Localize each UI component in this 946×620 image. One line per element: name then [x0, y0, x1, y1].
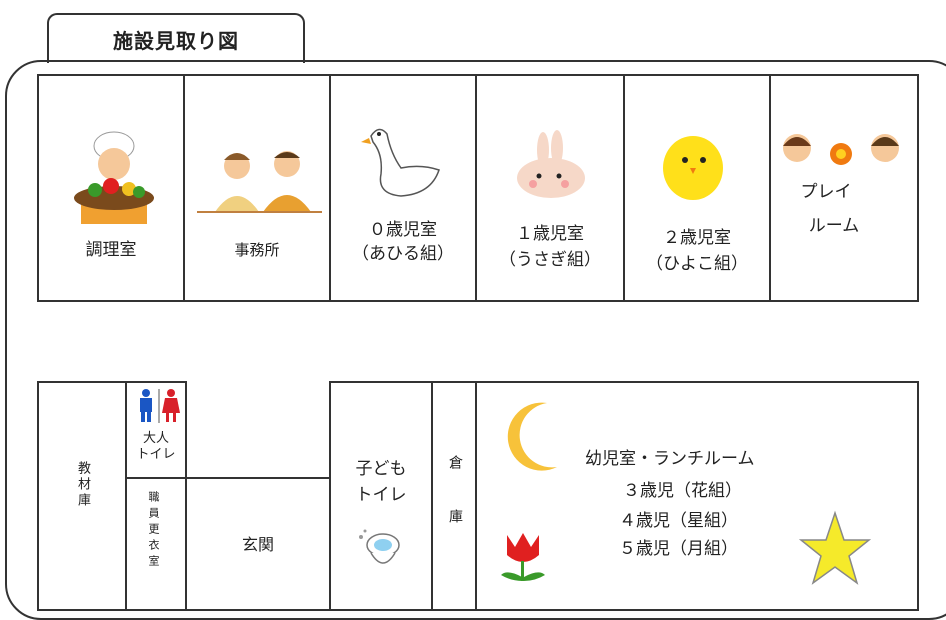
tulip-icon: [501, 533, 545, 581]
room-playroom[interactable]: プレイ ルーム: [769, 74, 919, 302]
adult-toilet-label-2: トイレ: [136, 447, 176, 462]
age0-name: ０歳児室: [369, 220, 437, 240]
duck-icon: [361, 128, 440, 197]
room-age2[interactable]: ２歳児室 （ひよこ組）: [623, 74, 771, 302]
age1-group: （うさぎ組）: [499, 250, 601, 270]
room-storage[interactable]: 倉庫: [431, 381, 477, 611]
storage-label: 倉庫: [447, 455, 463, 563]
rabbit-icon: [517, 130, 585, 198]
room-staff-locker[interactable]: 職員更衣室: [125, 477, 187, 611]
room-kids-toilet[interactable]: 子ども トイレ: [329, 381, 433, 611]
kids-toilet-label-1: 子ども: [355, 459, 407, 479]
room-adult-toilet[interactable]: 大人 トイレ: [125, 381, 187, 479]
room-kitchen[interactable]: 調理室: [37, 74, 185, 302]
playroom-label-2: ルーム: [808, 216, 860, 236]
chick-icon: [663, 136, 723, 200]
room-age1[interactable]: １歳児室 （うさぎ組）: [475, 74, 625, 302]
page-title: 施設見取り図: [47, 13, 305, 63]
age2-name: ２歳児室: [663, 228, 731, 248]
children-icon: [783, 134, 899, 165]
office-label: 事務所: [234, 241, 280, 259]
room-entrance[interactable]: 玄関: [185, 477, 331, 611]
toilet-icon: [359, 529, 400, 564]
office-people-icon: [197, 151, 322, 213]
room-materials[interactable]: 教材庫: [37, 381, 127, 611]
age1-name: １歳児室: [516, 224, 584, 244]
moon-icon: [507, 402, 557, 471]
chef-icon: [74, 131, 154, 224]
playroom-label-1: プレイ: [800, 182, 852, 202]
entrance-label: 玄関: [241, 535, 274, 554]
age2-group: （ひよこ組）: [646, 254, 748, 274]
room-office[interactable]: 事務所: [183, 74, 331, 302]
kitchen-label: 調理室: [85, 240, 137, 260]
adult-toilet-label-1: 大人: [142, 431, 169, 446]
preschool-name: 幼児室・ランチルーム: [585, 449, 755, 469]
room-preschool[interactable]: 幼児室・ランチルーム ３歳児（花組） ４歳児（星組） ５歳児（月組）: [475, 381, 919, 611]
kids-toilet-label-2: トイレ: [355, 485, 407, 505]
preschool-group-3: ３歳児（花組）: [623, 481, 742, 501]
room-age0[interactable]: ０歳児室 （あひる組）: [329, 74, 477, 302]
star-icon: [798, 510, 872, 585]
preschool-group-5: ５歳児（月組）: [619, 539, 738, 559]
staff-locker-label: 職員更衣室: [147, 491, 160, 571]
age0-group: （あひる組）: [352, 244, 454, 264]
preschool-group-4: ４歳児（星組）: [619, 511, 738, 531]
restroom-icon: [140, 389, 180, 423]
materials-label: 教材庫: [75, 461, 90, 509]
